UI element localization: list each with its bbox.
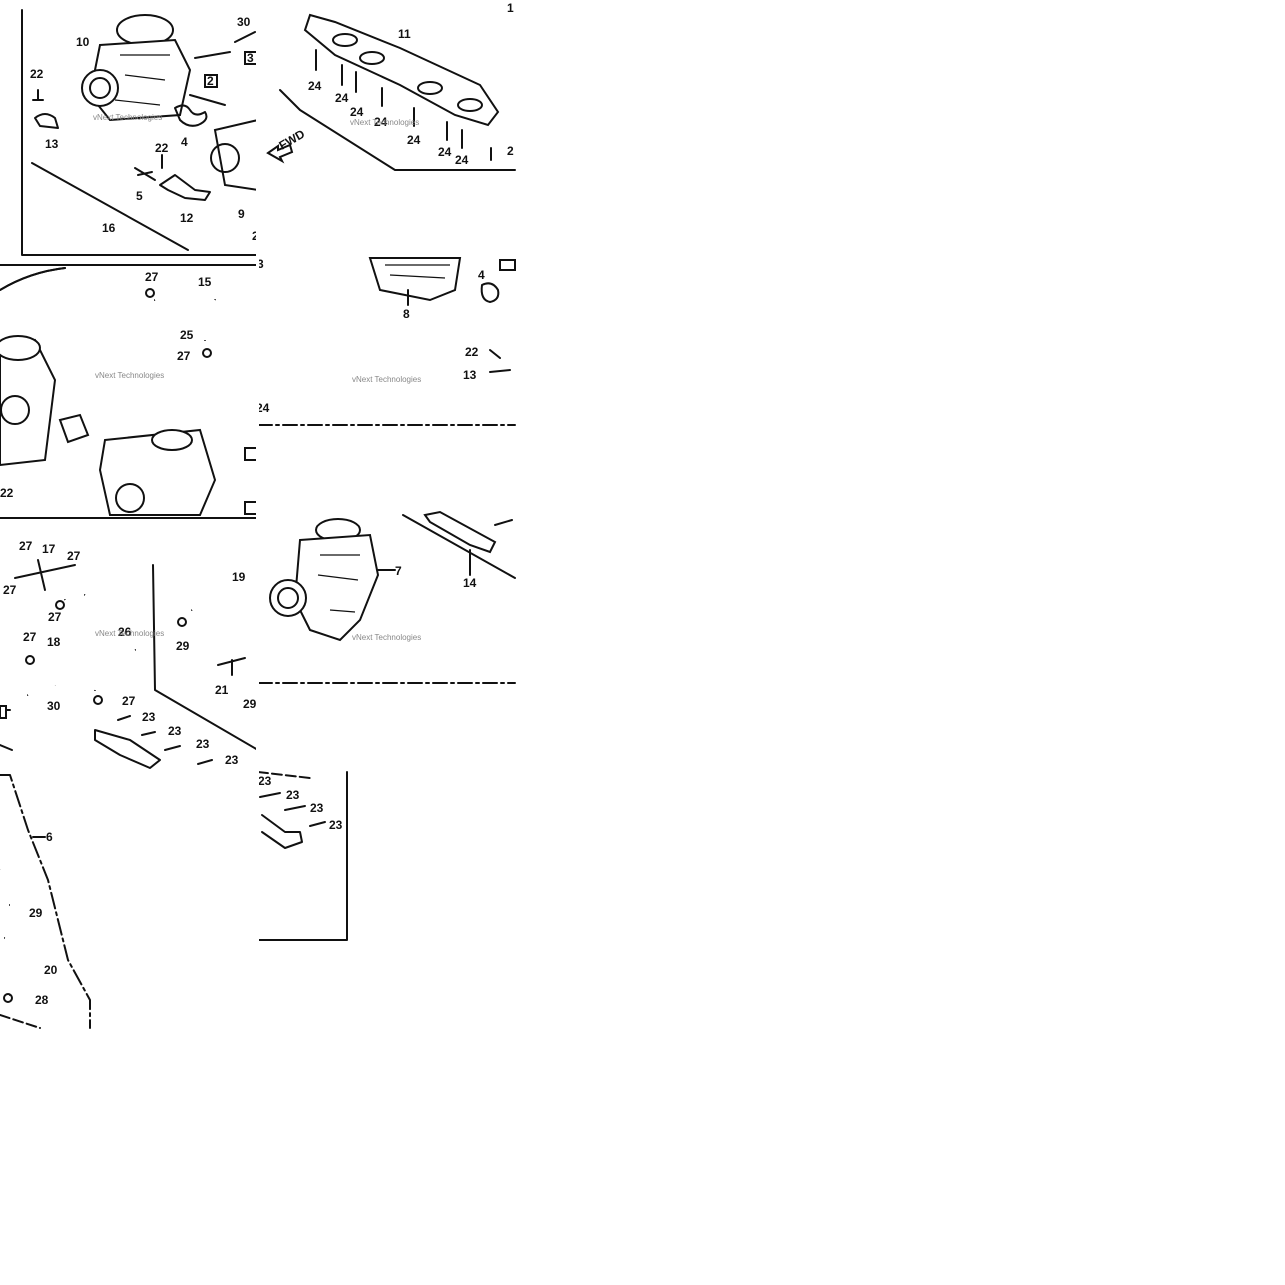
label-16: 16 <box>102 221 116 235</box>
carburetor-8 <box>368 257 462 302</box>
label-3: 3 <box>247 51 254 65</box>
tile-2: FWD 11 24 24 24 24 24 24 24 24 2 1 vNext… <box>266 1 516 171</box>
label-2c: 2 <box>507 144 514 158</box>
label-24i: 24 <box>256 401 270 415</box>
label-18: 18 <box>47 635 61 649</box>
tile-6: 7 14 vNext Technologies <box>257 510 516 684</box>
label-22b: 22 <box>155 141 169 155</box>
label-4b: 4 <box>478 268 485 282</box>
label-9: 9 <box>238 207 245 221</box>
watermark-3: vNext Technologies <box>95 371 164 380</box>
carburetor-7 <box>269 518 380 642</box>
label-23d: 23 <box>225 753 239 767</box>
label-7: 7 <box>395 564 402 578</box>
label-3b: 3 <box>257 257 264 271</box>
label-4: 4 <box>181 135 188 149</box>
label-23b: 23 <box>168 724 182 738</box>
label-20: 20 <box>44 963 58 977</box>
label-23c: 23 <box>196 737 210 751</box>
label-30b: 30 <box>47 699 61 713</box>
carburetor-10 <box>81 14 192 122</box>
label-24e: 24 <box>407 133 421 147</box>
label-10: 10 <box>76 35 90 49</box>
label-27d: 27 <box>67 549 81 563</box>
label-23a: 23 <box>142 710 156 724</box>
label-13b: 13 <box>463 368 477 382</box>
watermark-4: vNext Technologies <box>352 375 421 384</box>
label-22: 22 <box>30 67 44 81</box>
label-24c: 24 <box>350 105 364 119</box>
label-24a: 24 <box>308 79 322 93</box>
label-6: 6 <box>46 830 53 844</box>
label-22d: 22 <box>465 345 479 359</box>
label-27g: 27 <box>23 630 37 644</box>
label-27f: 27 <box>48 610 62 624</box>
label-27c: 27 <box>19 539 33 553</box>
label-24f: 24 <box>438 145 452 159</box>
label-27a: 27 <box>145 270 159 284</box>
label-15: 15 <box>198 275 212 289</box>
label-23h: 23 <box>329 818 343 832</box>
label-29a: 29 <box>176 639 190 653</box>
watermark-5: vNext Technologies <box>95 629 164 638</box>
label-24b: 24 <box>335 91 349 105</box>
watermark-1: vNext Technologies <box>93 113 162 122</box>
label-19: 19 <box>232 570 246 584</box>
spring-4 <box>174 104 208 127</box>
label-23e: 23 <box>258 774 272 788</box>
label-12: 12 <box>180 211 194 225</box>
label-27h: 27 <box>122 694 136 708</box>
fwd-arrow <box>266 143 294 164</box>
label-23f: 23 <box>286 788 300 802</box>
label-26: 26 <box>118 625 132 639</box>
label-21: 21 <box>215 683 229 697</box>
label-13: 13 <box>45 137 59 151</box>
label-24g: 24 <box>455 153 469 167</box>
tile-5: 27 17 27 27 27 18 27 26 30 27 23 23 23 2… <box>0 539 261 769</box>
tile-7: 6 29 20 28 <box>0 774 91 1029</box>
label-25: 25 <box>180 328 194 342</box>
label-29b: 29 <box>243 697 257 711</box>
tile-1: 10 22 13 22 5 4 12 16 9 30 2 3 2 vNext T… <box>21 9 259 256</box>
label-22c: 22 <box>0 486 14 500</box>
label-17: 17 <box>42 542 56 556</box>
watermark-2: vNext Technologies <box>350 118 419 127</box>
label-23g: 23 <box>310 801 324 815</box>
watermark-6: vNext Technologies <box>352 633 421 642</box>
label-5: 5 <box>136 189 143 203</box>
label-1: 1 <box>507 1 514 15</box>
label-27b: 27 <box>177 349 191 363</box>
manifold-11 <box>303 13 500 127</box>
label-14: 14 <box>463 576 477 590</box>
label-30: 30 <box>237 15 251 29</box>
label-8: 8 <box>403 307 410 321</box>
tile-3: 27 15 25 27 3 22 vNext Technologies <box>0 257 264 519</box>
tile-8: 23 23 23 23 <box>257 771 348 941</box>
part-13 <box>34 113 59 129</box>
label-2b: 2 <box>252 229 259 243</box>
label-24d: 24 <box>374 115 388 129</box>
label-2: 2 <box>207 74 214 88</box>
label-29c: 29 <box>29 906 43 920</box>
label-11: 11 <box>398 27 411 41</box>
tile-4: 8 4 22 13 24 vNext Technologies <box>256 257 516 426</box>
rod-16 <box>31 162 189 251</box>
label-28: 28 <box>35 993 49 1007</box>
part-12 <box>159 174 211 201</box>
label-27e: 27 <box>3 583 17 597</box>
bracket-14 <box>423 510 497 554</box>
